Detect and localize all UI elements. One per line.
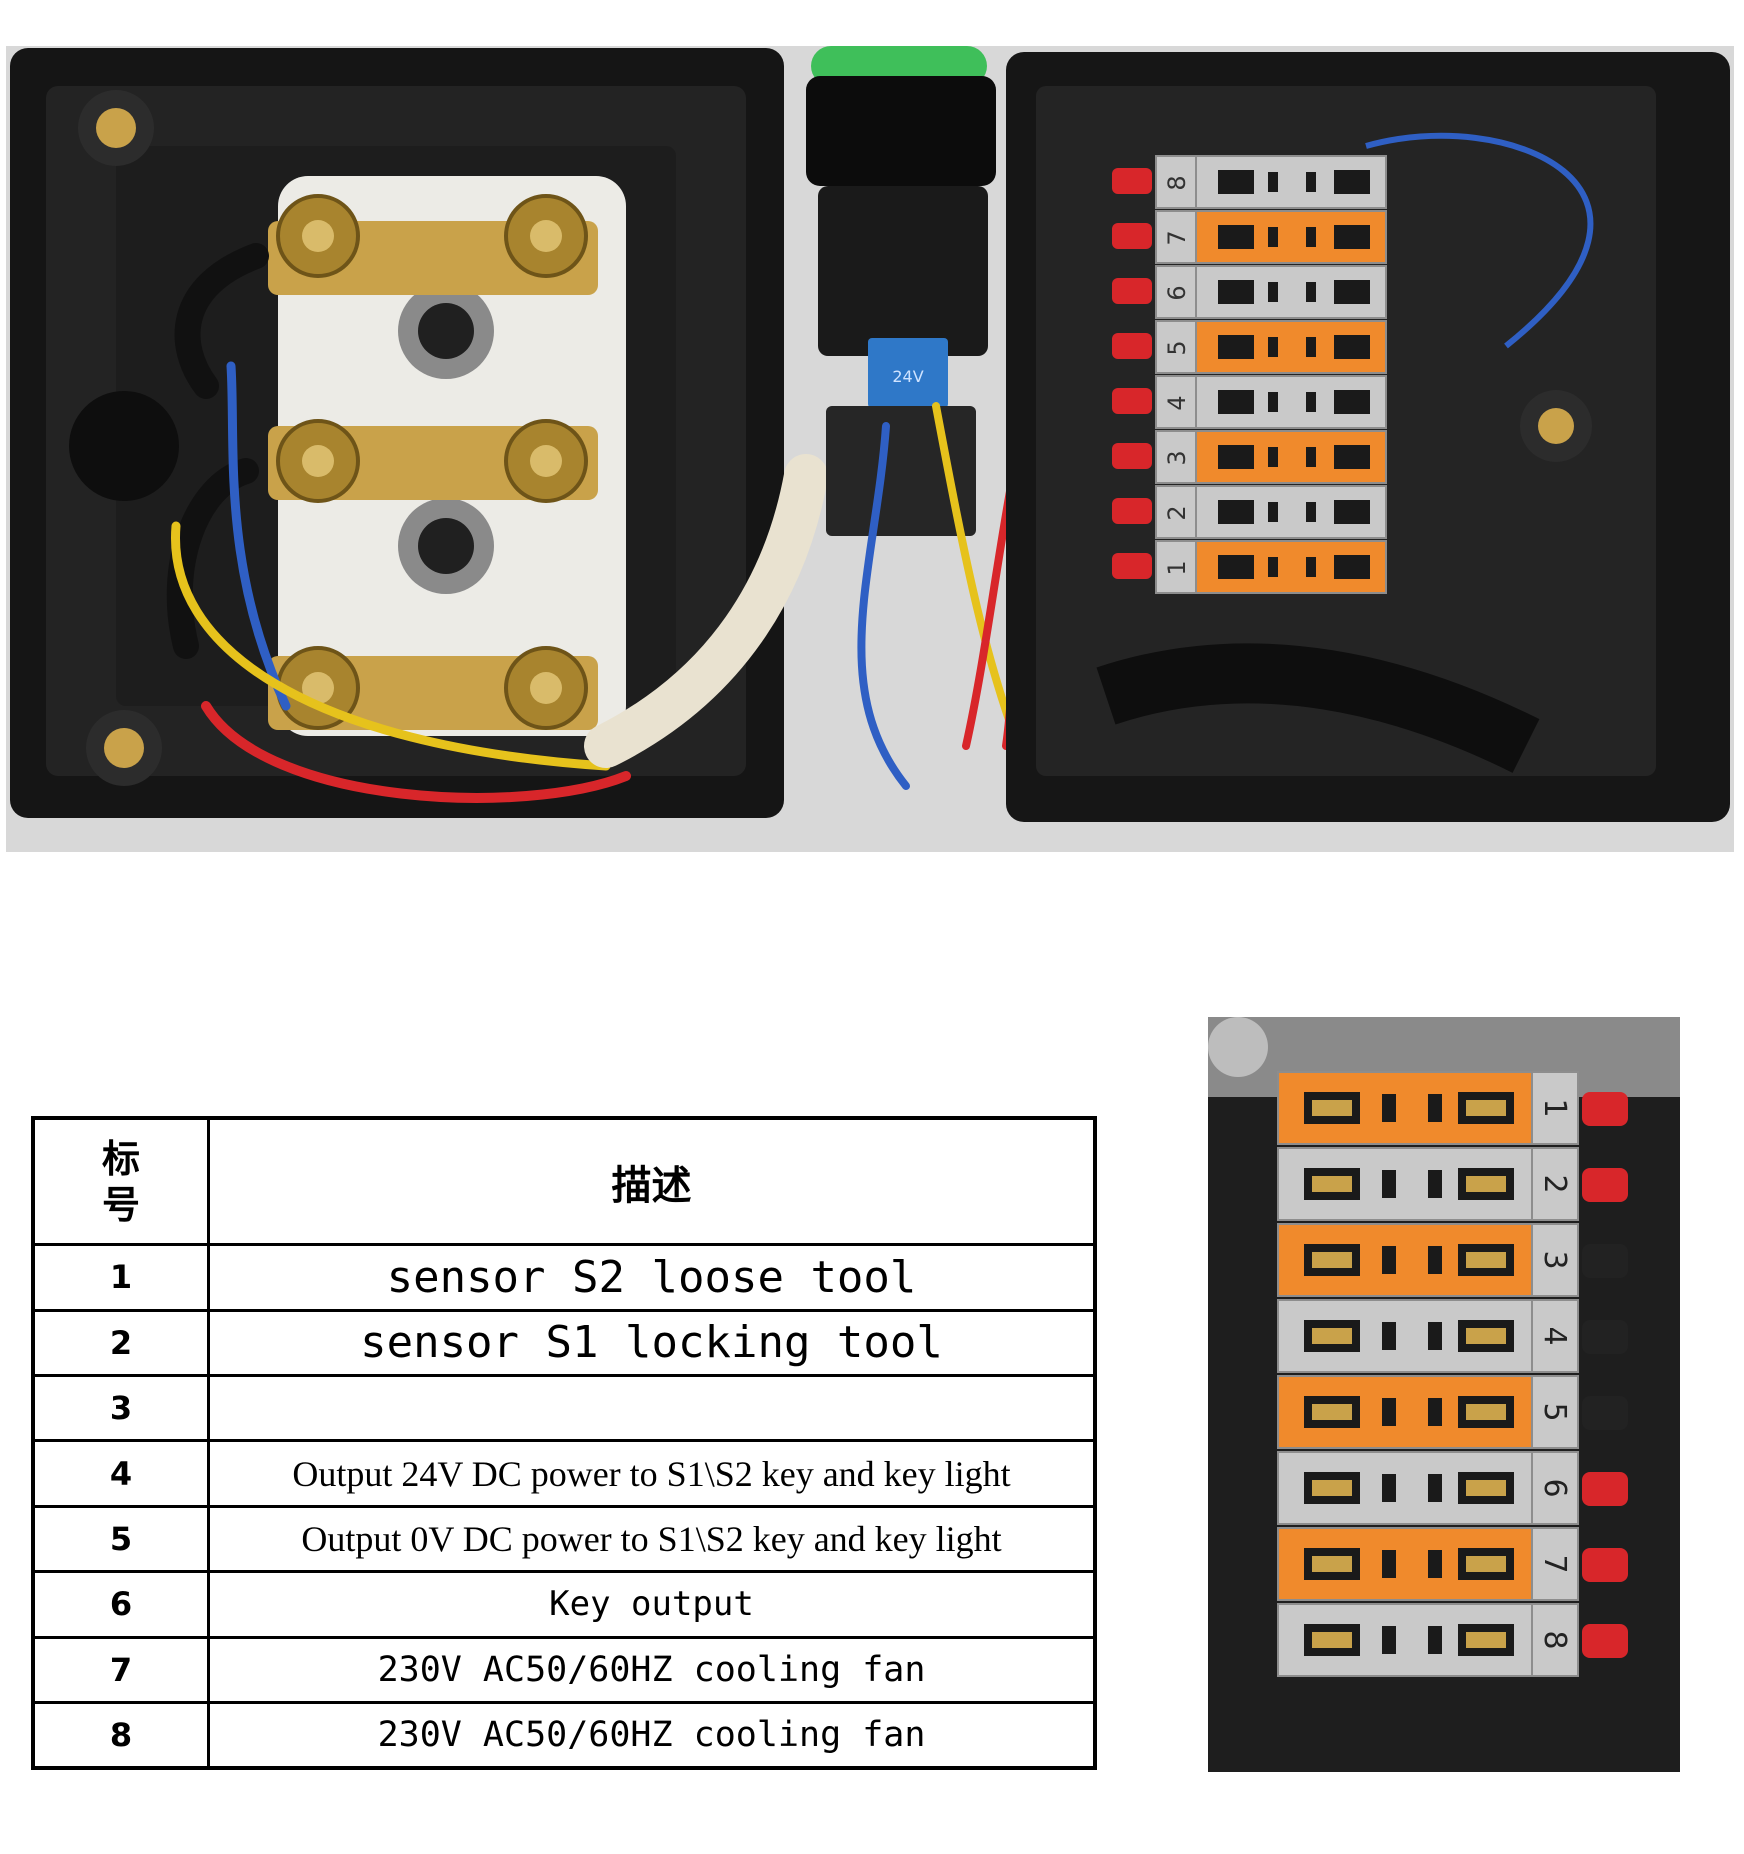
terminal-module: 3 (1112, 430, 1387, 484)
terminal-module: 1 (1112, 540, 1387, 594)
wire-ferrule (1582, 1320, 1628, 1354)
row-number: 2 (31, 1308, 210, 1378)
terminal-number: 3 (1537, 1250, 1572, 1269)
wire-ferrule (1582, 1472, 1628, 1506)
wire-ferrule (1112, 498, 1152, 524)
terminal-number: 8 (1537, 1630, 1572, 1649)
terminal-module: 6 (1112, 265, 1387, 319)
table-row: 3 (31, 1374, 1097, 1443)
terminal-number: 3 (1163, 450, 1191, 465)
terminal-number: 4 (1537, 1326, 1572, 1345)
terminal-module: 6 (1277, 1451, 1628, 1525)
terminal-module: 1 (1277, 1071, 1628, 1145)
terminal-module: 8 (1277, 1603, 1628, 1677)
wire-ferrule (1582, 1168, 1628, 1202)
terminal-number: 2 (1163, 505, 1191, 520)
pilot-button: 24V (806, 46, 996, 536)
wire-ferrule (1582, 1092, 1628, 1126)
terminal-description-table: 标号 描述 1 sensor S2 loose tool 2 sensor S1… (31, 1116, 1097, 1770)
row-description: 230V AC50/60HZ cooling fan (207, 1635, 1097, 1705)
row-description: 230V AC50/60HZ cooling fan (207, 1701, 1097, 1770)
row-number: 1 (31, 1243, 210, 1312)
table-row: 2 sensor S1 locking tool (31, 1308, 1097, 1378)
wire-ferrule (1112, 443, 1152, 469)
wire-ferrule (1112, 388, 1152, 414)
table-row: 1 sensor S2 loose tool (31, 1243, 1097, 1312)
wire-ferrule (1112, 278, 1152, 304)
table-header-row: 标号 描述 (31, 1116, 1097, 1247)
terminal-module: 8 (1112, 155, 1387, 209)
terminal-module: 5 (1277, 1375, 1628, 1449)
row-number: 7 (31, 1635, 210, 1705)
terminal-number: 1 (1163, 560, 1191, 575)
wire-ferrule (1582, 1244, 1628, 1278)
row-number: 6 (31, 1570, 210, 1639)
terminal-module: 7 (1277, 1527, 1628, 1601)
row-description: Output 24V DC power to S1\S2 key and key… (207, 1439, 1097, 1508)
table-row: 6 Key output (31, 1570, 1097, 1639)
terminal-number: 6 (1537, 1478, 1572, 1497)
wire-ferrule (1582, 1548, 1628, 1582)
header-number-label: 标号 (101, 1136, 140, 1227)
terminal-module: 4 (1112, 375, 1387, 429)
terminal-number: 8 (1163, 175, 1191, 190)
header-description-label: 描述 (611, 1162, 692, 1209)
terminal-strip: 8 7 6 5 4 3 2 1 (1112, 155, 1387, 594)
terminal-number: 4 (1163, 395, 1191, 410)
terminal-number: 1 (1537, 1098, 1572, 1117)
terminal-module: 2 (1277, 1147, 1628, 1221)
junction-box-photo: 24V 8 7 6 5 4 3 2 1 (6, 46, 1734, 852)
row-number: 8 (31, 1701, 210, 1770)
motor-terminal-block (268, 176, 626, 736)
row-description: sensor S2 loose tool (207, 1243, 1097, 1312)
wire-ferrule (1112, 553, 1152, 579)
terminal-number: 7 (1163, 230, 1191, 245)
terminal-number: 6 (1163, 285, 1191, 300)
terminal-number: 2 (1537, 1174, 1572, 1193)
row-number: 3 (31, 1374, 210, 1443)
terminal-module: 4 (1277, 1299, 1628, 1373)
terminal-closeup-photo: 1 2 3 4 5 6 7 8 (1208, 1017, 1680, 1772)
terminal-strip-closeup: 1 2 3 4 5 6 7 8 (1277, 1071, 1628, 1677)
row-description: Output 0V DC power to S1\S2 key and key … (207, 1504, 1097, 1574)
wire-ferrule (1112, 333, 1152, 359)
motor-wires (166, 243, 828, 803)
wire-ferrule (1582, 1396, 1628, 1430)
button-voltage-label: 24V (892, 367, 923, 386)
row-number: 4 (31, 1439, 210, 1508)
header-number-cell: 标号 (31, 1116, 210, 1247)
table-row: 4 Output 24V DC power to S1\S2 key and k… (31, 1439, 1097, 1508)
header-description-cell: 描述 (207, 1116, 1097, 1247)
table-row: 7 230V AC50/60HZ cooling fan (31, 1635, 1097, 1705)
terminal-number: 5 (1537, 1402, 1572, 1421)
terminal-module: 2 (1112, 485, 1387, 539)
row-description (207, 1374, 1097, 1443)
row-description: Key output (207, 1570, 1097, 1639)
terminal-module: 3 (1277, 1223, 1628, 1297)
wire-ferrule (1112, 168, 1152, 194)
wire-ferrule (1112, 223, 1152, 249)
terminal-number: 7 (1537, 1554, 1572, 1573)
row-description: sensor S1 locking tool (207, 1308, 1097, 1378)
row-number: 5 (31, 1504, 210, 1574)
table-row: 5 Output 0V DC power to S1\S2 key and ke… (31, 1504, 1097, 1574)
wire-ferrule (1582, 1624, 1628, 1658)
terminal-module: 5 (1112, 320, 1387, 374)
table-row: 8 230V AC50/60HZ cooling fan (31, 1701, 1097, 1770)
terminal-number: 5 (1163, 340, 1191, 355)
terminal-module: 7 (1112, 210, 1387, 264)
